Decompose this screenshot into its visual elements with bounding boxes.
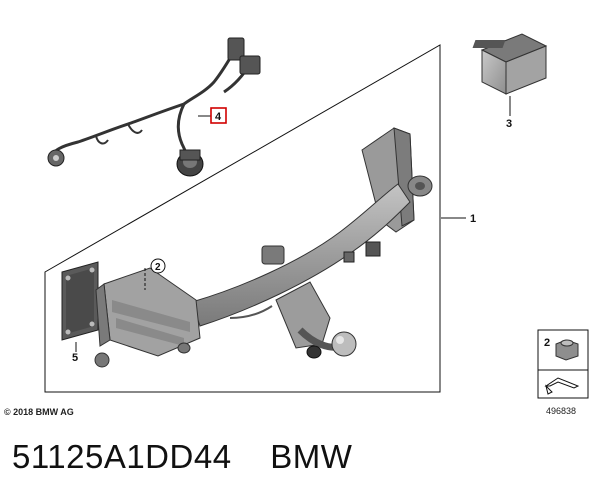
brand-name: BMW	[270, 438, 353, 475]
arrow-symbol-icon	[544, 377, 580, 395]
callout-4[interactable]: 4	[215, 111, 222, 123]
tow-bar-assembly	[94, 127, 433, 368]
callout-5: 5	[72, 352, 78, 364]
nut-icon	[555, 339, 579, 361]
assembly-outline	[44, 44, 441, 393]
leader-lines	[75, 96, 511, 352]
callout-1: 1	[470, 213, 476, 225]
legend-box: 2	[537, 329, 589, 399]
part-number: 51125A1DD44	[12, 438, 232, 475]
callout-2-circle	[150, 258, 166, 274]
mounting-plate	[61, 261, 99, 341]
callout-3: 3	[506, 118, 512, 130]
parts-diagram: 1 3 5 4 2 2 © 2018 BMW AG 496838	[4, 33, 589, 417]
legend-number: 2	[544, 337, 550, 349]
diagram-id: 496838	[546, 406, 576, 416]
footer-part-number: 51125A1DD44 BMW	[12, 438, 352, 476]
callout-4-box[interactable]	[210, 107, 227, 124]
control-unit	[472, 33, 548, 95]
callout-2: 2	[155, 262, 161, 273]
copyright: © 2018 BMW AG	[4, 407, 74, 417]
wiring-harness	[47, 37, 261, 177]
